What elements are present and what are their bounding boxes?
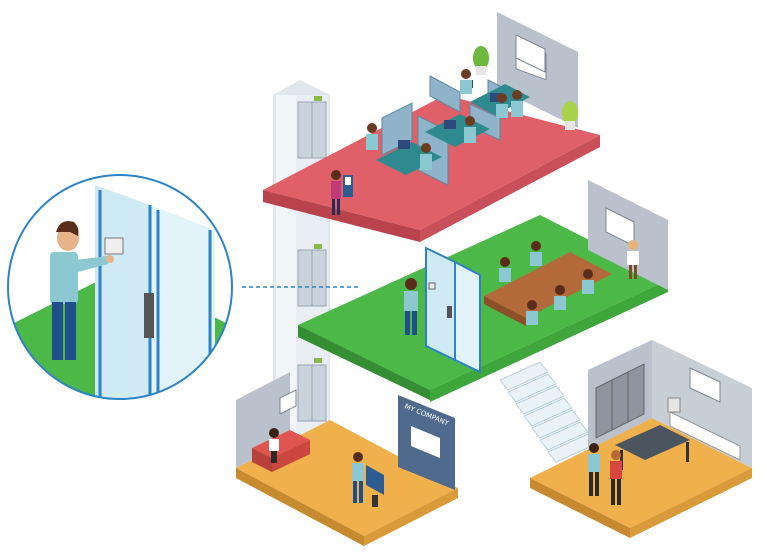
coffee-machine-icon xyxy=(667,397,681,413)
lobby-floor: MY COMPANY xyxy=(236,372,458,546)
elevator-door-top xyxy=(297,96,327,159)
elevator-door-bottom xyxy=(297,358,327,422)
people-talking xyxy=(588,443,622,505)
sofa xyxy=(252,430,310,472)
kitchen-counter xyxy=(669,411,741,461)
person-at-kiosk xyxy=(331,170,353,215)
meeting-room-floor xyxy=(298,180,668,402)
office-workers xyxy=(331,69,523,215)
zoom-detail-circle xyxy=(7,174,233,400)
kitchen-table xyxy=(615,425,690,470)
open-office-floor xyxy=(263,12,600,242)
glass-door-frame xyxy=(425,246,481,374)
staircase xyxy=(499,361,597,463)
plant-icon xyxy=(562,101,578,130)
lockers xyxy=(595,363,645,439)
conference-table xyxy=(484,252,612,326)
person-badge-reader-zoom xyxy=(50,221,114,360)
kitchen-floor xyxy=(530,340,752,538)
elevator-door-middle xyxy=(297,244,327,307)
person-at-lobby-kiosk xyxy=(352,452,384,507)
person-badge-reader xyxy=(404,278,418,335)
seated-visitor xyxy=(269,428,279,463)
meeting-attendees xyxy=(499,240,639,325)
plant-icon xyxy=(473,46,489,75)
